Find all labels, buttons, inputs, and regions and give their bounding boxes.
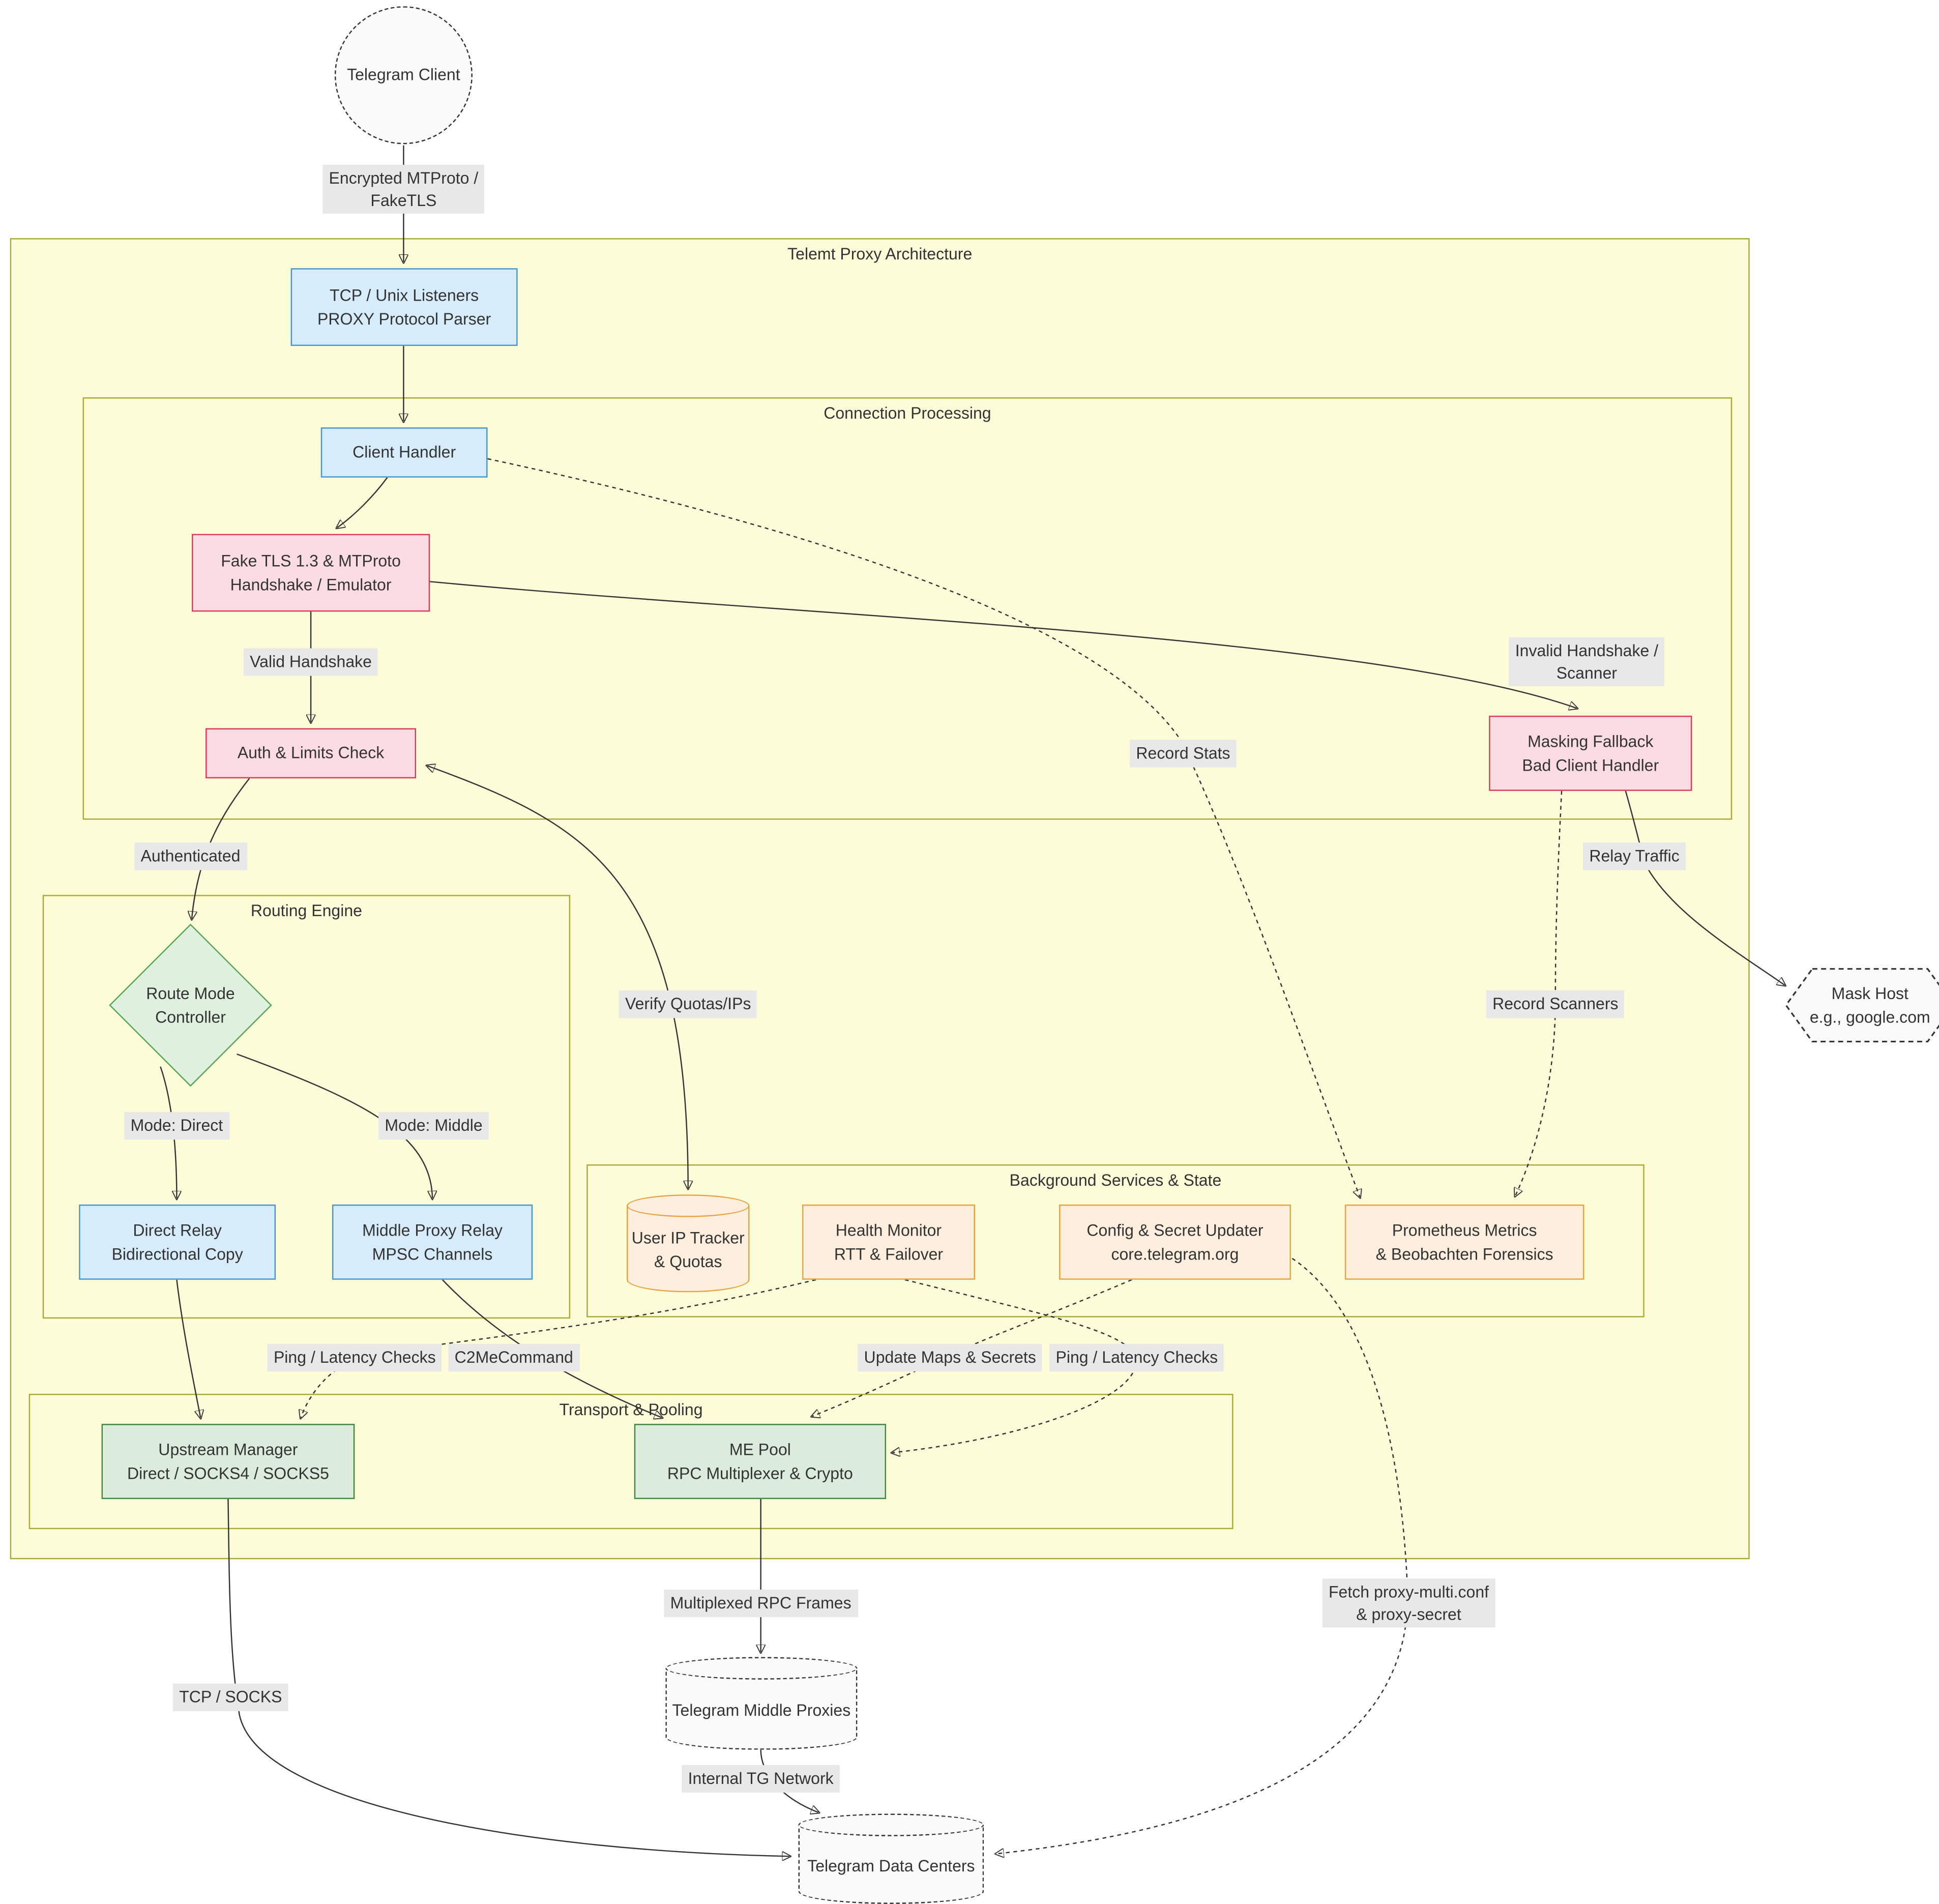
edge-label-authenticated: Authenticated [134,842,247,870]
edge-label-record-scanners: Record Scanners [1486,990,1625,1018]
node-label-telegram-client: Telegram Client [347,65,460,84]
node-masking-fallback: Masking Fallback Bad Client Handler [1489,715,1692,791]
node-me-pool: ME Pool RPC Multiplexer & Crypto [634,1424,887,1499]
node-label-auth-limits-check: Auth & Limits Check [237,743,385,763]
edge-label-update-maps: Update Maps & Secrets [858,1343,1043,1371]
node-label-fake-tls-handshake: Fake TLS 1.3 & MTProto Handshake / Emula… [221,550,401,594]
edge-label-verify-quotas: Verify Quotas/IPs [619,990,757,1018]
cluster-title-background: Background Services & State [1009,1170,1222,1190]
node-health-monitor: Health Monitor RTT & Failover [802,1204,975,1280]
edge-label-multiplexed-rpc: Multiplexed RPC Frames [664,1589,858,1617]
node-auth-limits-check: Auth & Limits Check [205,728,417,779]
node-label-tcp-unix-listeners: TCP / Unix Listeners PROXY Protocol Pars… [317,285,491,329]
node-label-route-mode-controller: Route Mode Controller [146,983,235,1027]
cluster-title-architecture: Telemt Proxy Architecture [787,244,973,263]
node-label-telegram-data-centers: Telegram Data Centers [807,1856,975,1876]
edge-label-mode-middle: Mode: Middle [378,1112,489,1139]
node-direct-relay: Direct Relay Bidirectional Copy [79,1204,276,1280]
node-label-me-pool: ME Pool RPC Multiplexer & Crypto [667,1439,853,1483]
node-label-masking-fallback: Masking Fallback Bad Client Handler [1522,731,1659,775]
node-label-health-monitor: Health Monitor RTT & Failover [834,1220,944,1264]
hexagon-shape [1785,968,1939,1043]
node-client-handler: Client Handler [320,427,488,478]
node-label-user-ip-tracker: User IP Tracker & Quotas [631,1228,745,1271]
edge-label-tcp-socks: TCP / SOCKS [172,1683,288,1711]
node-fake-tls-handshake: Fake TLS 1.3 & MTProto Handshake / Emula… [191,534,430,612]
node-telegram-client: Telegram Client [334,6,473,144]
edge-label-record-stats: Record Stats [1130,740,1237,767]
edge-label-fetch-conf: Fetch proxy-multi.conf & proxy-secret [1322,1578,1495,1628]
edge-label-ping-latency-right: Ping / Latency Checks [1049,1343,1224,1371]
edge-label-invalid-handshake: Invalid Handshake / Scanner [1509,637,1665,687]
cluster-title-routing: Routing Engine [250,901,362,920]
node-prometheus-metrics: Prometheus Metrics & Beobachten Forensic… [1344,1204,1584,1280]
node-user-ip-tracker: User IP Tracker & Quotas [627,1194,750,1293]
node-label-direct-relay: Direct Relay Bidirectional Copy [111,1220,243,1264]
edge-label-encrypted-mtproto: Encrypted MTProto / FakeTLS [322,164,485,214]
node-label-telegram-middle-proxies: Telegram Middle Proxies [672,1701,851,1720]
node-label-prometheus-metrics: Prometheus Metrics & Beobachten Forensic… [1375,1220,1553,1264]
node-upstream-manager: Upstream Manager Direct / SOCKS4 / SOCKS… [101,1424,355,1499]
cylinder-top [665,1657,858,1680]
node-middle-proxy-relay: Middle Proxy Relay MPSC Channels [332,1204,533,1280]
edge-label-valid-handshake: Valid Handshake [243,648,378,676]
cluster-title-connection: Connection Processing [824,403,991,423]
node-telegram-data-centers: Telegram Data Centers [798,1813,984,1904]
node-label-middle-proxy-relay: Middle Proxy Relay MPSC Channels [362,1220,503,1264]
edge-label-internal-tg: Internal TG Network [682,1765,840,1792]
node-config-secret-updater: Config & Secret Updater core.telegram.or… [1059,1204,1291,1280]
cluster-title-transport: Transport & Pooling [559,1400,703,1419]
node-label-client-handler: Client Handler [352,443,456,462]
node-telegram-middle-proxies: Telegram Middle Proxies [665,1657,858,1750]
cylinder-top [798,1813,984,1836]
node-route-mode-controller: Route Mode Controller [109,923,272,1087]
node-label-upstream-manager: Upstream Manager Direct / SOCKS4 / SOCKS… [127,1439,329,1483]
node-label-mask-host: Mask Host e.g., google.com [1809,983,1930,1027]
cylinder-top [627,1194,750,1217]
edge-label-c2mecommand: C2MeCommand [448,1343,580,1371]
node-label-config-secret-updater: Config & Secret Updater core.telegram.or… [1086,1220,1264,1264]
edge-label-ping-latency-left: Ping / Latency Checks [267,1343,443,1371]
edge-label-relay-traffic: Relay Traffic [1583,842,1686,870]
node-tcp-unix-listeners: TCP / Unix Listeners PROXY Protocol Pars… [290,268,518,346]
node-mask-host: Mask Host e.g., google.com [1785,968,1939,1043]
edge-label-mode-direct: Mode: Direct [124,1112,229,1139]
